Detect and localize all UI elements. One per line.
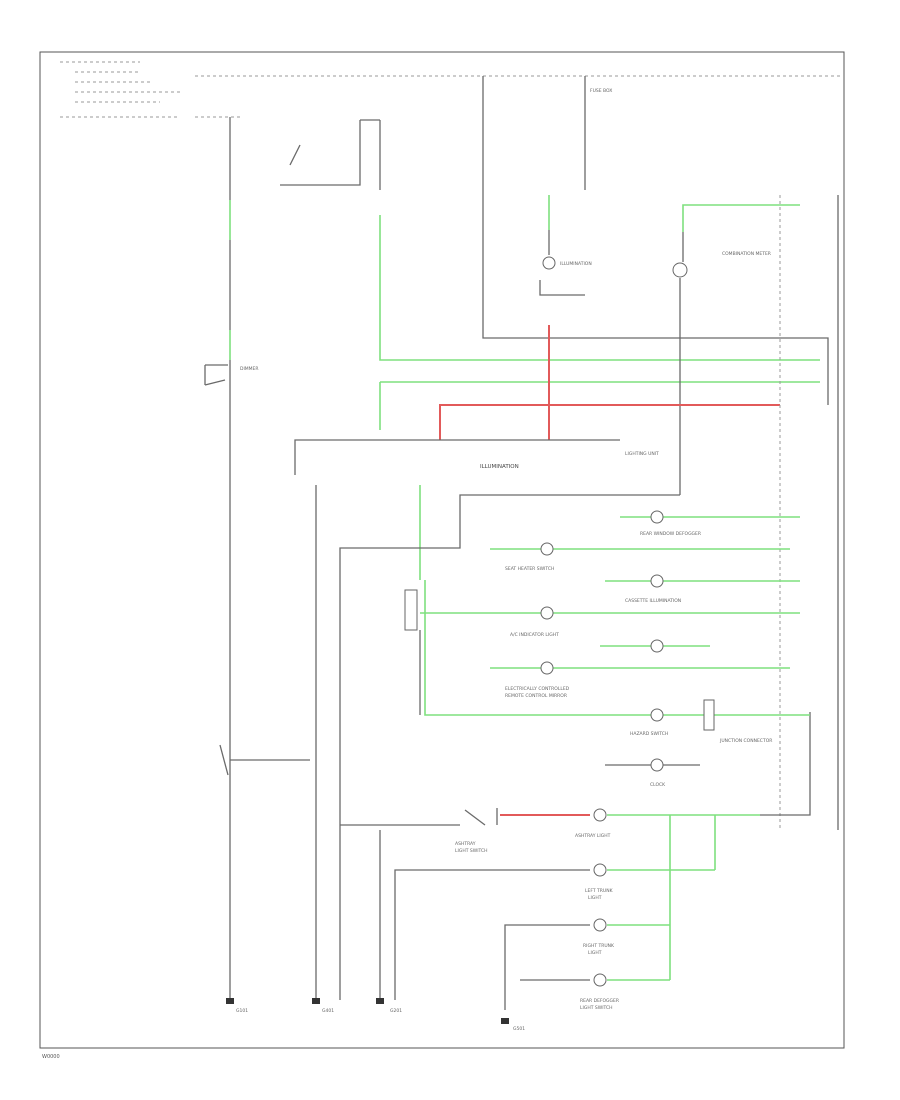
fuse-box-label: FUSE BOX <box>590 88 612 94</box>
lighting-unit-label: LIGHTING UNIT <box>625 451 659 457</box>
junction-connector-label: JUNCTION CONNECTOR <box>719 738 772 744</box>
ashtray-switch-label-2: LIGHT SWITCH <box>455 848 488 854</box>
dimmer-switch: DIMMER <box>204 364 259 386</box>
svg-text:G101: G101 <box>236 1008 248 1014</box>
corner-code: W0000 <box>42 1054 60 1060</box>
junction-connector-box <box>703 699 715 731</box>
left-trunk-label-2: LIGHT <box>588 895 602 901</box>
upper-switch <box>280 119 381 190</box>
row-seat-heater: SEAT HEATER SWITCH <box>490 542 790 572</box>
rear-window-defogger-label: REAR WINDOW DEFOGGER <box>640 531 701 537</box>
green-wire-upper <box>379 215 820 361</box>
cassette-label: CASSETTE ILLUMINATION <box>625 598 681 604</box>
mirror-label-2: REMOTE CONTROL MIRROR <box>505 693 567 699</box>
row-cassette: CASSETTE ILLUMINATION <box>605 574 800 604</box>
meter-bulb <box>672 262 688 278</box>
legend-block <box>60 61 180 103</box>
trunk-lights: LEFT TRUNK LIGHT RIGHT TRUNK LIGHT REAR … <box>394 815 716 1011</box>
diagram-frame <box>39 51 845 1049</box>
clock-label: CLOCK <box>650 782 666 788</box>
left-trunk-label: LEFT TRUNK <box>585 888 614 894</box>
left-lower-switch <box>219 744 310 776</box>
svg-text:G201: G201 <box>390 1008 402 1014</box>
rear-defogger-illum-label: REAR DEFOGGER <box>580 998 619 1004</box>
center-bus-label: ILLUMINATION <box>480 464 519 470</box>
seat-heater-label: SEAT HEATER SWITCH <box>505 566 554 572</box>
connector-block <box>404 589 418 631</box>
right-return <box>760 712 811 816</box>
right-top-bus <box>482 76 829 405</box>
ground-g2: G401 <box>312 998 334 1014</box>
ground-g1: G101 <box>226 998 248 1014</box>
row-clock: CLOCK <box>605 758 700 788</box>
right-trunk-label-2: LIGHT <box>588 950 602 956</box>
ac-indicator-label: A/C INDICATOR LIGHT <box>510 632 559 638</box>
illumination-bulb <box>542 256 556 270</box>
row-hazard: HAZARD SWITCH <box>424 580 810 737</box>
hazard-label: HAZARD SWITCH <box>630 731 668 737</box>
row-ac-indicator: A/C INDICATOR LIGHT <box>420 606 800 638</box>
row-rear-defogger: REAR WINDOW DEFOGGER <box>620 510 800 537</box>
ashtray-circuit: ASHTRAY LIGHT ASHTRAY LIGHT SWITCH <box>340 808 760 854</box>
svg-text:G401: G401 <box>322 1008 334 1014</box>
svg-text:G501: G501 <box>513 1026 525 1032</box>
dimmer-label: DIMMER <box>240 366 259 372</box>
illumination-small-label: ILLUMINATION <box>560 261 592 267</box>
ground-g4: G501 <box>501 1018 525 1032</box>
rear-defogger-illum-label-2: LIGHT SWITCH <box>580 1005 613 1011</box>
combination-meter-label: COMBINATION METER <box>722 251 771 257</box>
ground-g3: G201 <box>376 998 402 1014</box>
mirror-label-1: ELECTRICALLY CONTROLLED <box>505 686 570 692</box>
ashtray-switch-label: ASHTRAY <box>455 841 476 847</box>
row-mirror: ELECTRICALLY CONTROLLED REMOTE CONTROL M… <box>490 639 790 699</box>
lighting-bus <box>294 439 620 475</box>
red-wire <box>439 325 780 440</box>
ashtray-light-label: ASHTRAY LIGHT <box>575 833 611 839</box>
right-trunk-label: RIGHT TRUNK <box>583 943 615 949</box>
